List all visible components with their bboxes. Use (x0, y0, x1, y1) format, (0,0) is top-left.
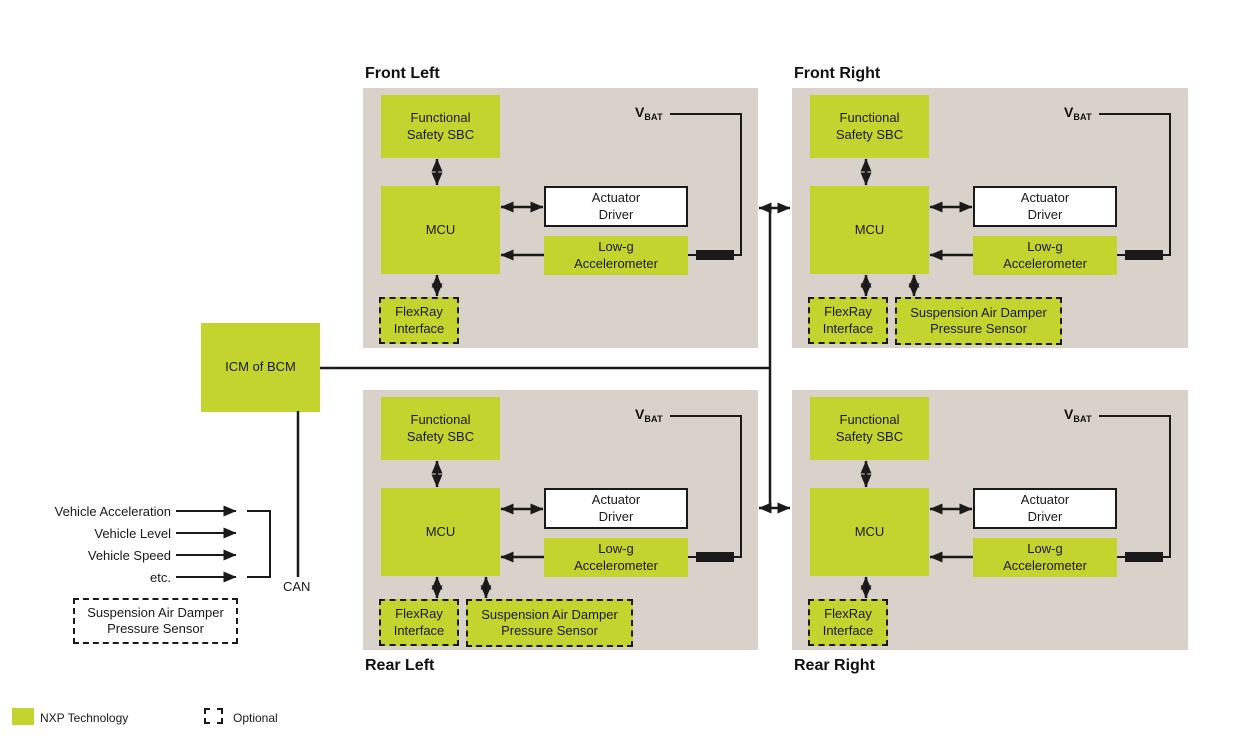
front-left-sbc-box: Functional Safety SBC (381, 95, 500, 158)
front-right-panel: Functional Safety SBC MCU Actuator Drive… (792, 88, 1188, 348)
front-left-actuator-driver-label: Actuator Driver (591, 190, 641, 222)
input-etc: etc. (150, 570, 171, 585)
vbat-subscript: BAT (1073, 414, 1092, 424)
front-left-sbc-label: Functional Safety SBC (406, 110, 475, 142)
legend-optional-label: Optional (233, 711, 278, 725)
front-left-low-g-accelerometer-box: Low-g Accelerometer (544, 236, 688, 275)
rear-right-actuator-driver-box: Actuator Driver (973, 488, 1117, 529)
front-right-pressure-sensor-box: Suspension Air Damper Pressure Sensor (895, 297, 1062, 345)
front-left-low-g-accelerometer-label: Low-g Accelerometer (574, 239, 658, 271)
front-right-flexray-interface-label: FlexRay Interface (822, 304, 874, 336)
rear-left-actuator-driver-label: Actuator Driver (591, 492, 641, 524)
rear-left-actuator-driver-box: Actuator Driver (544, 488, 688, 529)
rear-right-vbat-label: VBAT (1064, 406, 1092, 424)
front-left-mcu-box: MCU (381, 186, 500, 274)
vbat-subscript: BAT (644, 414, 663, 424)
input-vehicle-speed: Vehicle Speed (87, 548, 171, 563)
front-right-pressure-sensor-label: Suspension Air Damper Pressure Sensor (910, 304, 1047, 336)
legend-nxp-label: NXP Technology (40, 711, 129, 725)
rear-right-panel: Functional Safety SBC MCU Actuator Drive… (792, 390, 1188, 650)
rear-left-sbc-box: Functional Safety SBC (381, 397, 500, 460)
front-right-vbat-label: VBAT (1064, 104, 1092, 122)
rear-left-sbc-label: Functional Safety SBC (406, 412, 475, 444)
front-right-title: Front Right (794, 65, 881, 82)
front-right-low-g-accelerometer-box: Low-g Accelerometer (973, 236, 1117, 275)
rear-left-title: Rear Left (365, 657, 435, 674)
front-left-flexray-interface-box: FlexRay Interface (379, 297, 459, 344)
rear-left-vbat-label: VBAT (635, 406, 663, 424)
front-left-panel: Functional Safety SBC MCU Actuator Drive… (363, 88, 758, 348)
rear-left-flexray-interface-label: FlexRay Interface (393, 606, 445, 638)
legend-nxp-swatch (12, 708, 34, 725)
front-right-actuator-driver-label: Actuator Driver (1020, 190, 1070, 222)
front-right-mcu-box: MCU (810, 186, 929, 274)
icm-of-bcm-box: ICM of BCM (201, 323, 320, 412)
rear-right-title: Rear Right (794, 657, 875, 674)
rear-left-pressure-sensor-box: Suspension Air Damper Pressure Sensor (466, 599, 633, 647)
front-right-sbc-box: Functional Safety SBC (810, 95, 929, 158)
rear-left-low-g-accelerometer-box: Low-g Accelerometer (544, 538, 688, 577)
rear-right-flexray-interface-label: FlexRay Interface (822, 606, 874, 638)
vbat-symbol: V (1064, 406, 1074, 422)
can-bus-label: CAN (283, 579, 311, 594)
rear-right-mcu-box: MCU (810, 488, 929, 576)
rear-left-low-g-accelerometer-label: Low-g Accelerometer (574, 541, 658, 573)
input-vehicle-acceleration: Vehicle Acceleration (54, 504, 171, 519)
input-vehicle-level: Vehicle Level (94, 526, 171, 541)
front-right-mcu-label: MCU (854, 221, 885, 237)
front-right-low-g-accelerometer-label: Low-g Accelerometer (1003, 239, 1087, 271)
rear-right-sbc-box: Functional Safety SBC (810, 397, 929, 460)
rear-right-sbc-label: Functional Safety SBC (835, 412, 904, 444)
front-left-mcu-label: MCU (425, 221, 456, 237)
vbat-symbol: V (1064, 104, 1074, 120)
rear-right-flexray-interface-box: FlexRay Interface (808, 599, 888, 646)
front-right-actuator-driver-box: Actuator Driver (973, 186, 1117, 227)
legend-optional-swatch (204, 708, 223, 724)
vbat-subscript: BAT (644, 112, 663, 122)
front-left-actuator-driver-box: Actuator Driver (544, 186, 688, 227)
rear-left-flexray-interface-box: FlexRay Interface (379, 599, 459, 646)
vbat-symbol: V (635, 406, 645, 422)
front-left-flexray-interface-label: FlexRay Interface (393, 304, 445, 336)
standalone-pressure-sensor-box: Suspension Air Damper Pressure Sensor (73, 598, 238, 644)
front-right-flexray-interface-box: FlexRay Interface (808, 297, 888, 344)
icm-of-bcm-label: ICM of BCM (225, 359, 296, 375)
rear-right-mcu-label: MCU (854, 523, 885, 539)
standalone-pressure-sensor-label: Suspension Air Damper Pressure Sensor (87, 604, 224, 636)
vbat-symbol: V (635, 104, 645, 120)
rear-left-panel: Functional Safety SBC MCU Actuator Drive… (363, 390, 758, 650)
input-group-bracket (247, 510, 271, 578)
vbat-subscript: BAT (1073, 112, 1092, 122)
front-left-title: Front Left (365, 65, 440, 82)
rear-left-mcu-label: MCU (425, 523, 456, 539)
rear-right-low-g-accelerometer-label: Low-g Accelerometer (1003, 541, 1087, 573)
rear-left-pressure-sensor-label: Suspension Air Damper Pressure Sensor (481, 606, 618, 638)
front-right-sbc-label: Functional Safety SBC (835, 110, 904, 142)
rear-right-actuator-driver-label: Actuator Driver (1020, 492, 1070, 524)
rear-left-mcu-box: MCU (381, 488, 500, 576)
front-left-vbat-label: VBAT (635, 104, 663, 122)
rear-right-low-g-accelerometer-box: Low-g Accelerometer (973, 538, 1117, 577)
